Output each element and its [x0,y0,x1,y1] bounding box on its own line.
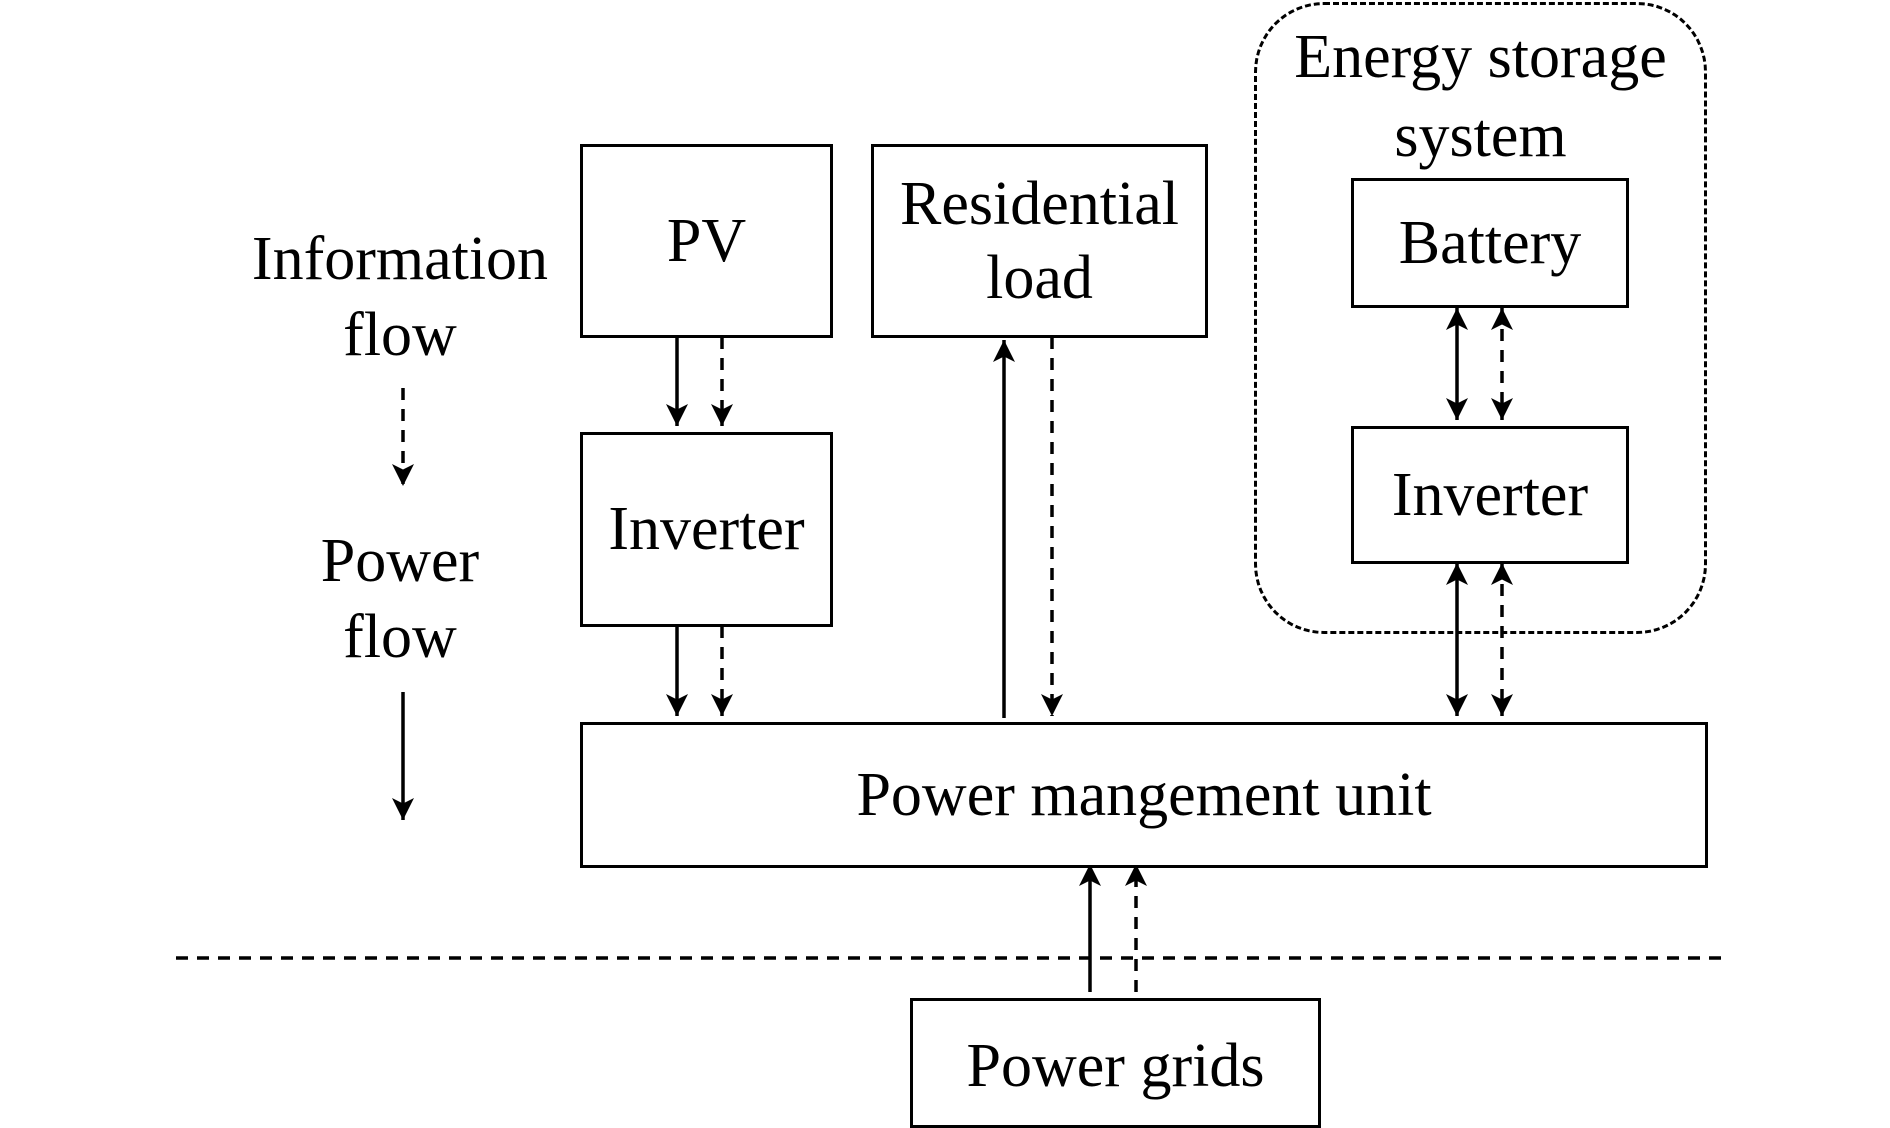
battery-box: Battery [1351,178,1629,308]
power-grids-label: Power grids [966,1032,1265,1100]
legend-power-flow: Power flow [320,527,480,671]
storage-inverter-label: Inverter [1391,460,1589,529]
pv-inverter-box: Inverter [580,432,833,627]
storage-inverter-box: Inverter [1351,426,1629,564]
energy-storage-group [1254,2,1707,634]
pv-label: PV [666,206,747,275]
legend-information-flow: Information flow [251,225,549,369]
pv-inverter-label: Inverter [608,495,805,564]
power-management-unit-label: Power mangement unit [856,760,1432,829]
battery-label: Battery [1398,208,1582,277]
power-grids-box: Power grids [910,998,1321,1128]
pv-box: PV [580,144,833,338]
residential-load-box: Residential load [871,144,1208,338]
power-management-unit-box: Power mangement unit [580,722,1708,868]
residential-load-label: Residential load [900,169,1179,312]
energy-storage-label: Energy storage system [1294,23,1667,170]
